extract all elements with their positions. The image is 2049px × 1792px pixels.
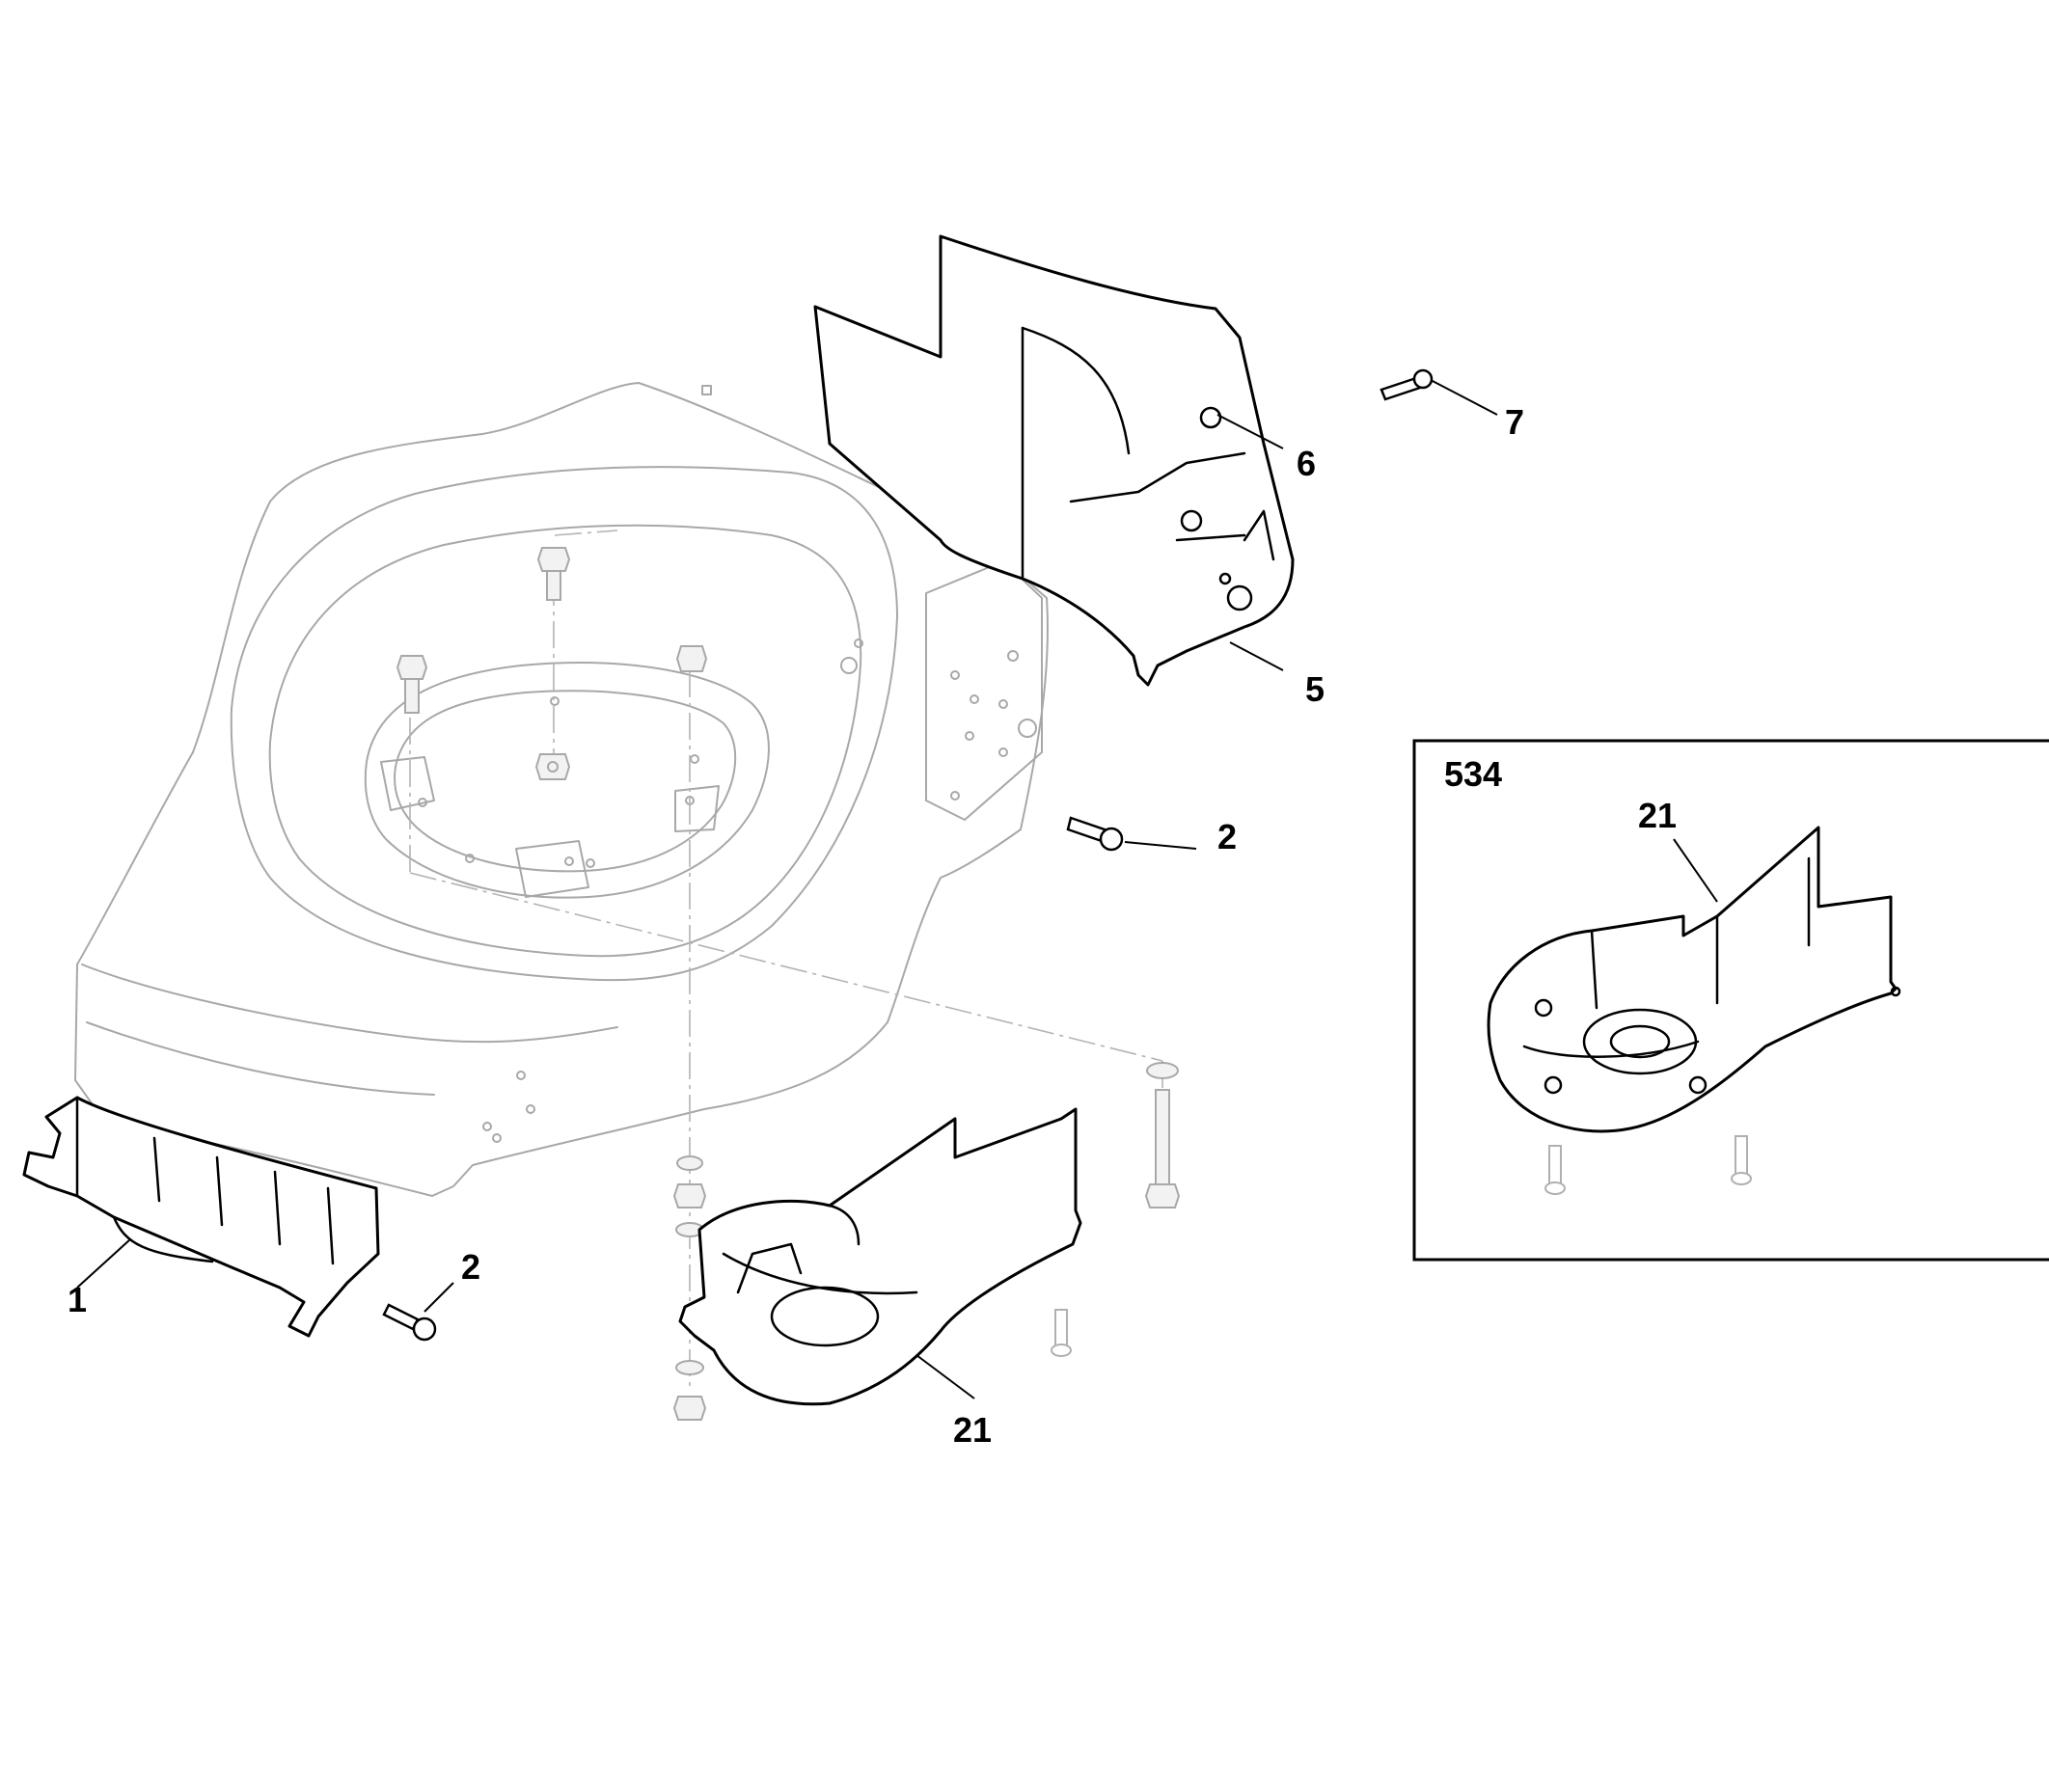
callout-2-right: 2 — [1217, 817, 1237, 856]
callout-6: 6 — [1297, 444, 1316, 483]
screws — [382, 368, 1434, 1342]
deck-hardware — [396, 547, 1181, 1421]
callout-21-main: 21 — [953, 1410, 992, 1450]
callout-5: 5 — [1305, 669, 1325, 709]
part-1-front-guard — [22, 1096, 380, 1338]
callout-7: 7 — [1505, 402, 1524, 442]
part-21-side-discharge — [678, 1107, 1082, 1406]
inset-534 — [1412, 739, 2049, 1262]
inset-label-534: 534 — [1444, 754, 1502, 794]
callout-labels: 1 2 2 5 6 7 21 21 534 — [68, 402, 1677, 1450]
part-5-rear-flap — [813, 234, 1295, 687]
callout-21-inset: 21 — [1638, 796, 1677, 835]
screw-2-right — [1066, 816, 1124, 852]
mower-deck — [74, 382, 1049, 1197]
callout-1: 1 — [68, 1280, 87, 1319]
leader-lines — [76, 379, 1498, 1399]
screw-7 — [1380, 368, 1434, 401]
callout-2-left: 2 — [461, 1247, 480, 1287]
screw-2-left — [382, 1303, 437, 1342]
